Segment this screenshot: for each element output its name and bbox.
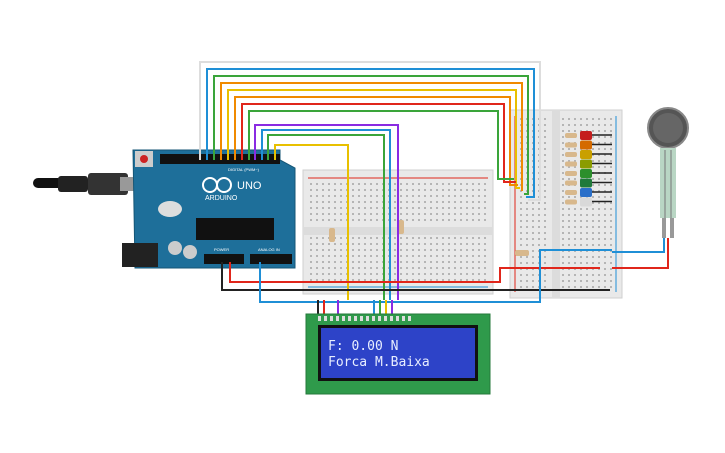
sensor-power-wire bbox=[612, 238, 669, 269]
small-breadboard[interactable] bbox=[509, 109, 623, 299]
signal-wire bbox=[220, 82, 523, 191]
force-sensor-icon[interactable] bbox=[647, 107, 689, 238]
arduino-logo-icon bbox=[202, 177, 232, 193]
led-resistor bbox=[565, 152, 577, 157]
ground-wire bbox=[221, 262, 610, 291]
resistor-2 bbox=[398, 220, 404, 234]
analog-label: ANALOG IN bbox=[258, 247, 280, 252]
power-wire bbox=[229, 262, 600, 283]
power-label: POWER bbox=[214, 247, 229, 252]
lcd-wire bbox=[274, 144, 349, 300]
led bbox=[580, 197, 592, 207]
lcd-line-2: Forca M.Baixa bbox=[328, 355, 430, 370]
arduino-brand: ARDUINO bbox=[205, 195, 238, 202]
led-resistor bbox=[565, 190, 577, 195]
signal-wire bbox=[199, 61, 541, 201]
signal-wire bbox=[206, 68, 535, 198]
led bbox=[580, 178, 592, 188]
resistor-1 bbox=[329, 228, 335, 242]
led-resistor bbox=[565, 171, 577, 176]
led-resistor bbox=[565, 142, 577, 148]
signal-wire bbox=[213, 75, 529, 195]
lcd-line-1: F: 0.00 N bbox=[328, 339, 398, 354]
lcd-wire bbox=[261, 129, 391, 300]
led-resistor bbox=[565, 199, 577, 205]
led bbox=[580, 188, 592, 197]
led bbox=[580, 131, 592, 140]
signal-wire bbox=[227, 89, 520, 189]
led bbox=[580, 159, 592, 169]
led-resistor bbox=[565, 133, 577, 138]
arduino-model: UNO bbox=[237, 180, 262, 192]
sensor-signal-wire bbox=[612, 238, 665, 253]
signal-wire bbox=[234, 96, 518, 186]
led bbox=[580, 169, 592, 178]
usb-connector-icon bbox=[33, 173, 138, 195]
led bbox=[580, 140, 592, 150]
lcd-wire bbox=[254, 124, 399, 300]
arduino-uno-board[interactable]: ARDUINO UNO DIGITAL (PWM~) POWER ANALOG … bbox=[122, 149, 296, 269]
lcd-wire bbox=[267, 134, 385, 300]
lcd-display: F: 0.00 N Forca M.Baixa bbox=[305, 313, 491, 395]
resistor-3 bbox=[515, 250, 529, 256]
signal-wire bbox=[248, 110, 514, 180]
digital-label: DIGITAL (PWM~) bbox=[228, 167, 260, 172]
led bbox=[580, 150, 592, 159]
led-resistor bbox=[565, 161, 577, 167]
signal-wire bbox=[241, 103, 516, 183]
sensor-wire bbox=[259, 249, 612, 303]
led-resistor bbox=[565, 180, 577, 186]
